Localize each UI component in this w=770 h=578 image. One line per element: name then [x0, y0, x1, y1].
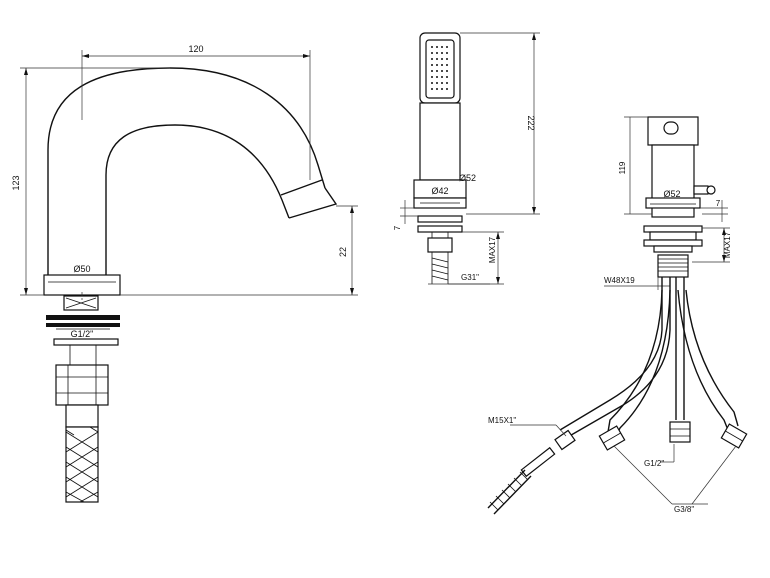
- mixer-height-label: 119: [618, 161, 627, 174]
- mixer-view: 119 Ø52 7 MAX17 W48X19: [487, 116, 748, 515]
- handshower-view: 222 Ø52 Ø42 7 MAX17 G31": [393, 32, 540, 285]
- spout-outer-curve: [47, 67, 326, 275]
- handshower-height-label: 222: [526, 115, 536, 130]
- mixer-inlet-thread-label: G1/2": [644, 459, 664, 468]
- mixer-body-dia-label: Ø52: [663, 189, 680, 199]
- mixer-hoses: [559, 277, 739, 439]
- mixer-hose-connection-label: M15X1": [488, 416, 516, 425]
- spout-base-dia-label: Ø50: [73, 264, 90, 274]
- handshower-small-height-label: 7: [393, 225, 402, 230]
- mixer-lever-knob: [706, 185, 716, 195]
- handshower-holder-dia-label: Ø52: [459, 173, 476, 183]
- handshower-handle: [419, 102, 461, 181]
- spout-thread-label: G1/2": [71, 329, 94, 339]
- mixer-threaded-stem: [657, 254, 689, 278]
- spout-width-label: 120: [188, 44, 203, 54]
- mixer-small-height-label: 7: [716, 199, 721, 208]
- spout-height-label: 123: [11, 175, 21, 190]
- handshower-thread-label: G31": [461, 273, 479, 282]
- spout-outlet-height-label: 22: [338, 247, 348, 257]
- spout-nut: [55, 364, 109, 406]
- spout-outlet: [288, 187, 338, 219]
- mixer-max-label: MAX17: [723, 231, 732, 258]
- mixer-base-thread-label: W48X19: [604, 276, 635, 285]
- spout-view: 120 123 22 Ø50 G1/2": [11, 44, 358, 503]
- spout-inner-curve: [105, 124, 290, 275]
- spout-braided-hose: [65, 426, 99, 503]
- handshower-max-label: MAX17: [488, 236, 497, 263]
- mixer-hose-fittings: [598, 421, 748, 451]
- handshower-nozzles: [431, 46, 448, 90]
- mixer-outlet-thread-label: G3/8": [674, 505, 694, 514]
- mixer-handle-icon: [663, 121, 679, 135]
- handshower-body-dia-label: Ø42: [431, 186, 448, 196]
- mixer-hose-end: [487, 429, 576, 515]
